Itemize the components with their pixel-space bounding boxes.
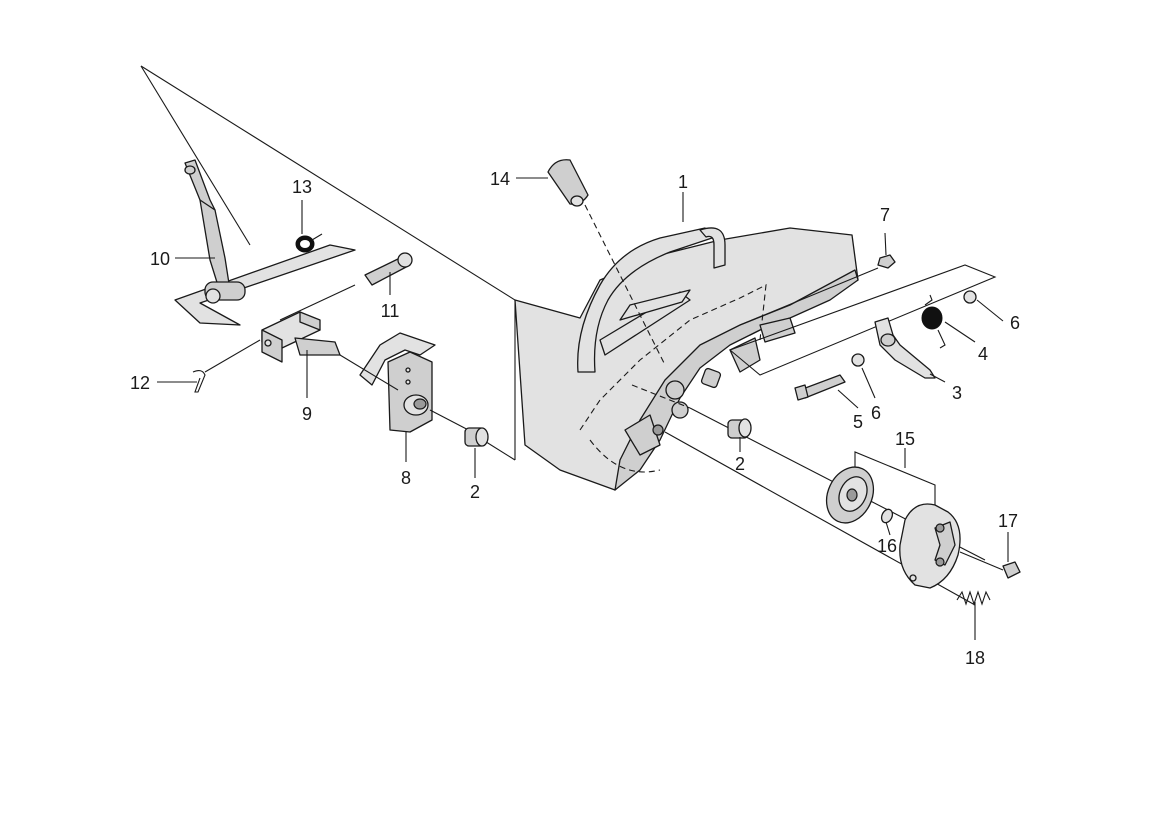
bushing-part-2-right — [727, 418, 752, 439]
assembly-guide-lines — [140, 65, 516, 461]
callout-7: 7 — [880, 205, 890, 225]
shift-lever-part-10 — [174, 159, 356, 326]
callout-6-lower: 6 — [871, 403, 881, 423]
lever-part-3 — [874, 317, 936, 379]
callout-15: 15 — [895, 429, 915, 449]
pin-part-11 — [279, 252, 413, 321]
o-ring-part-16 — [880, 508, 894, 524]
callout-18: 18 — [965, 648, 985, 668]
callout-4: 4 — [978, 344, 988, 364]
bushing-part-2-left — [429, 409, 489, 447]
callout-2-left: 2 — [470, 482, 480, 502]
spring-part-18 — [956, 590, 991, 606]
callout-12: 12 — [130, 373, 150, 393]
spring-part-4 — [921, 294, 946, 349]
callout-16: 16 — [877, 536, 897, 556]
callout-14: 14 — [490, 169, 510, 189]
callout-3: 3 — [952, 383, 962, 403]
callout-17: 17 — [998, 511, 1018, 531]
right-strip-parts — [728, 254, 997, 401]
bolt-part-5 — [794, 374, 846, 401]
callout-13: 13 — [292, 177, 312, 197]
washer-part-6-upper — [963, 290, 977, 304]
guard-housing-part-1 — [514, 227, 859, 491]
washer-part-6-lower — [851, 353, 865, 367]
brake-assembly-part-15 — [825, 451, 961, 589]
callout-labels: 1 2 2 3 4 5 6 6 7 8 9 10 11 12 13 14 15 … — [130, 169, 1020, 668]
callout-5: 5 — [853, 412, 863, 432]
callout-2-right: 2 — [735, 454, 745, 474]
bolt-part-17 — [959, 551, 1021, 579]
callout-11: 11 — [381, 301, 400, 321]
callout-leaders — [157, 177, 1009, 640]
pulley — [825, 466, 875, 524]
cotter-pin-part-12 — [192, 339, 261, 393]
callout-6-upper: 6 — [1010, 313, 1020, 333]
spring-clip-part-13 — [295, 233, 323, 253]
knob-part-14 — [547, 159, 666, 366]
callout-1: 1 — [678, 172, 688, 192]
callout-8: 8 — [401, 468, 411, 488]
callout-9: 9 — [302, 404, 312, 424]
shaft-bracket-part-9 — [261, 311, 341, 363]
bracket-part-8 — [339, 332, 436, 433]
callout-10: 10 — [150, 249, 170, 269]
brake-plate — [899, 503, 961, 589]
nut-part-7 — [739, 254, 896, 326]
